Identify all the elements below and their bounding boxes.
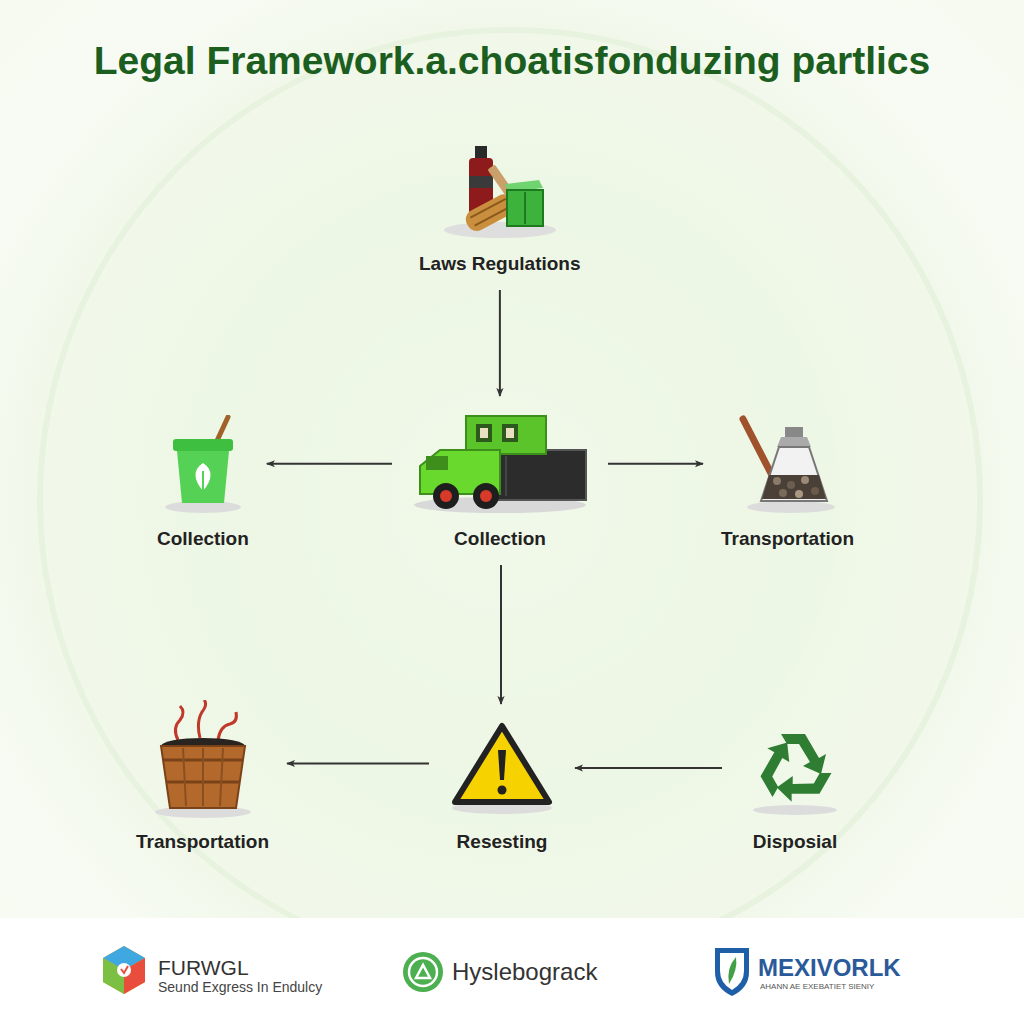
shield-logo	[715, 948, 749, 996]
node-icon	[148, 700, 258, 818]
process-node: Transportation	[132, 700, 273, 854]
process-node: Transportation	[717, 415, 858, 551]
process-node: Resesting	[443, 718, 561, 854]
node-icon	[410, 410, 590, 515]
logo-text: Hyslebograck	[452, 957, 597, 986]
node-label: Disposial	[753, 830, 837, 854]
logo-text: AHANN AE EXEBATIET SIENIY	[760, 982, 874, 992]
diagram-title: Legal Framework.a.choatisfonduzing partl…	[0, 36, 1024, 86]
flow-arrow	[575, 767, 722, 769]
flow-arrow	[287, 763, 429, 765]
halo-disc	[180, 170, 840, 830]
node-icon	[158, 415, 248, 515]
logo-text: Seund Exgress In Endulcy	[158, 979, 322, 996]
logo-text: FURWGL	[158, 955, 249, 980]
circle-logo	[403, 952, 443, 992]
process-node: Disposial	[736, 718, 854, 854]
node-label: Transportation	[136, 830, 269, 854]
footer-band	[0, 918, 1024, 1024]
node-label: Resesting	[457, 830, 548, 854]
flow-arrow	[500, 565, 502, 704]
node-icon	[447, 718, 557, 818]
process-node: Collection	[153, 415, 253, 551]
logo-text: MEXIVORLK	[758, 953, 901, 982]
hex-logo	[103, 946, 145, 994]
flow-arrow	[267, 463, 392, 465]
node-icon	[435, 140, 565, 240]
node-icon	[733, 415, 843, 515]
process-node: Collection	[406, 410, 594, 551]
flow-arrow	[499, 290, 501, 396]
node-label: Collection	[157, 527, 249, 551]
node-icon	[740, 718, 850, 818]
halo-ring	[40, 30, 980, 970]
flow-arrow	[608, 463, 703, 465]
node-label: Transportation	[721, 527, 854, 551]
process-node: Laws Regulations	[415, 140, 585, 276]
node-label: Collection	[454, 527, 546, 551]
node-label: Laws Regulations	[419, 252, 581, 276]
